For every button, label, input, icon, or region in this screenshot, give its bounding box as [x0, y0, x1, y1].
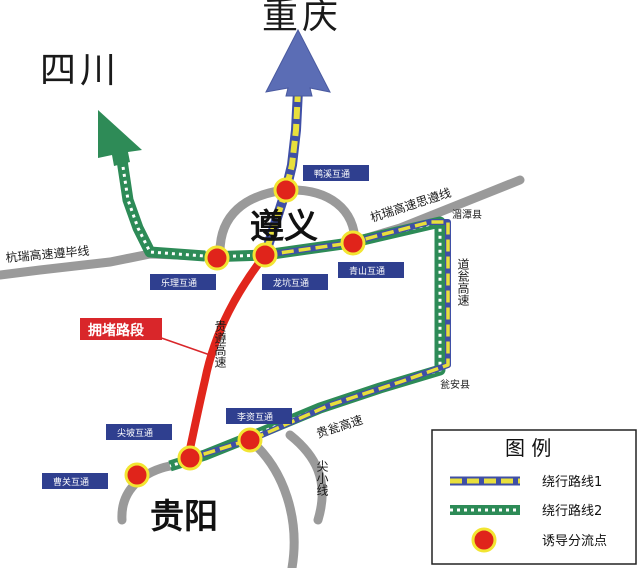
tag-leli-text: 乐理互通: [161, 277, 197, 289]
label-guizun: 贵遵高速: [213, 320, 227, 368]
road-jianxiao: [285, 430, 327, 525]
arrow-chongqing: [265, 28, 331, 97]
tag-leli: 乐理互通: [150, 274, 216, 290]
tag-qingshan-text: 青山互通: [349, 265, 385, 277]
tag-limao: 李资互通: [226, 408, 292, 424]
label-guiweng: 贵瓮高速: [314, 412, 364, 441]
label-guizun-text: 贵遵高速: [213, 320, 227, 368]
label-meitan: 湄潭县: [452, 209, 482, 221]
point-longkeng: [252, 242, 278, 268]
tag-ganxi-text: 鸭溪互通: [314, 168, 350, 180]
tag-ganxi: 鸭溪互通: [303, 165, 369, 181]
congested-section: [184, 251, 269, 462]
legend-title: 图 例: [505, 436, 551, 460]
route-1: [184, 89, 451, 463]
legend-route1-text: 绕行路线1: [542, 474, 602, 490]
point-leli: [204, 245, 230, 271]
tag-jianpo-text: 尖坡互通: [117, 427, 153, 439]
label-jianxiao-text: 尖小线: [315, 460, 329, 496]
label-daoweng-text: 道瓮高速: [456, 258, 470, 306]
diversion-points: [124, 177, 366, 488]
legend: 图 例 绕行路线1 绕行路线2 诱导分流点: [431, 429, 637, 565]
legend-route2: 绕行路线2: [450, 503, 602, 519]
label-hangrui-zunbi: 杭瑞高速遵毕线: [5, 243, 90, 265]
congestion-tag-text: 拥堵路段: [88, 322, 144, 339]
city-zunyi: 遵义: [250, 207, 318, 247]
route1-chongqing-dash: [262, 89, 301, 256]
road-guiyang-arc-right: [245, 435, 299, 568]
point-ganxi: [273, 177, 299, 203]
legend-box: [431, 429, 637, 565]
city-sichuan: 四川: [40, 50, 120, 91]
city-guiyang: 贵阳: [150, 497, 218, 537]
label-wengan: 瓮安县: [440, 378, 470, 391]
route1-east-dash: [184, 220, 450, 462]
point-qingshan: [340, 230, 366, 256]
city-chongqing: 重庆: [262, 0, 342, 37]
route2-sichuan-dots: [120, 159, 206, 258]
tag-qingshan: 青山互通: [338, 262, 404, 278]
point-limao: [237, 427, 263, 453]
legend-route2-text: 绕行路线2: [542, 503, 602, 519]
point-caoguan: [124, 462, 150, 488]
tag-limao-text: 李资互通: [237, 411, 273, 423]
label-daoweng: 道瓮高速: [456, 258, 470, 306]
legend-points-text: 诱导分流点: [542, 534, 607, 549]
tag-longkeng: 龙坑互通: [262, 274, 328, 290]
label-jianxiao: 尖小线: [315, 460, 329, 496]
tag-longkeng-text: 龙坑互通: [273, 277, 309, 289]
route2-sichuan: [116, 159, 206, 262]
tag-caoguan: 曹关互通: [42, 473, 108, 489]
tag-jianpo: 尖坡互通: [106, 424, 172, 440]
tag-caoguan-text: 曹关互通: [53, 476, 89, 488]
legend-points: 诱导分流点: [471, 527, 607, 553]
congestion-tag: 拥堵路段: [80, 318, 211, 356]
legend-route1: 绕行路线1: [450, 474, 602, 490]
point-jianpo: [177, 445, 203, 471]
arrow-sichuan: [98, 110, 142, 166]
